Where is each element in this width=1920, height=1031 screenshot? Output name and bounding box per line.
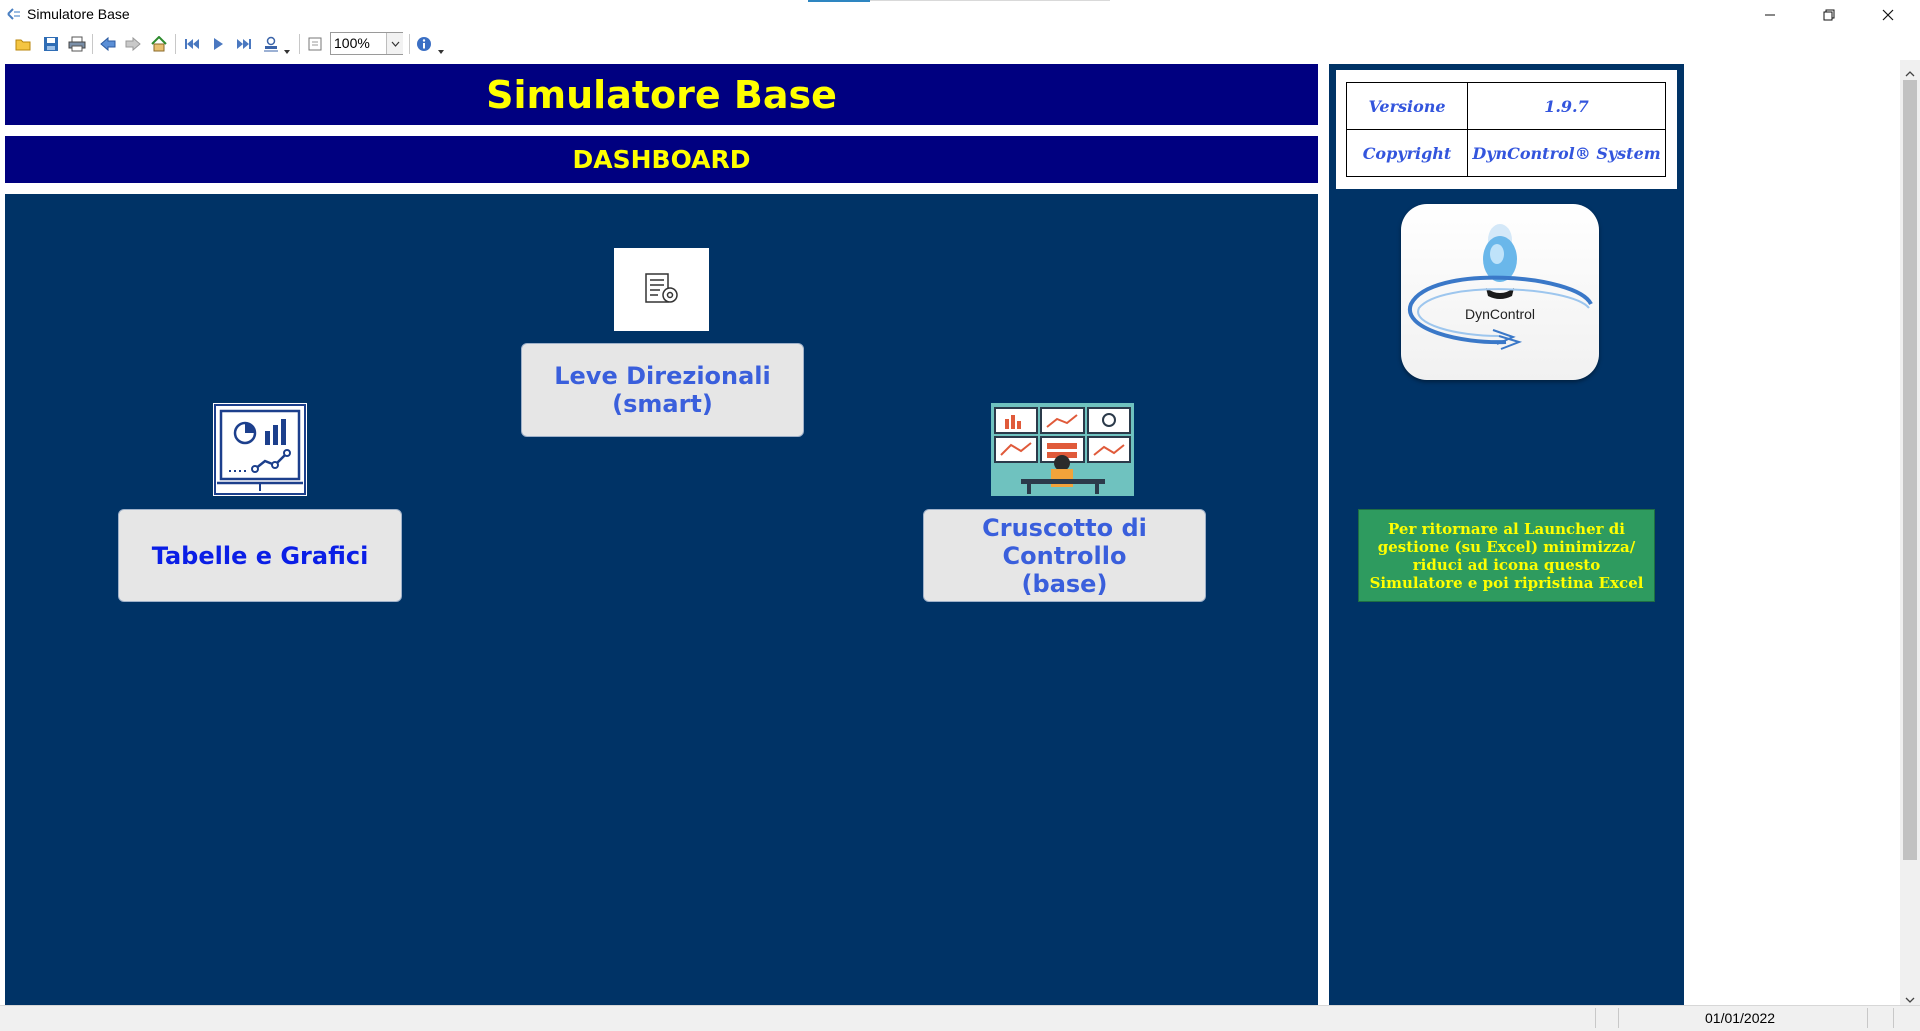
skip-last-icon (237, 39, 251, 49)
leve-direzionali-sublabel: (smart) (612, 390, 713, 418)
document-settings-icon[interactable] (614, 248, 709, 331)
cruscotto-label-2: Controllo (1002, 541, 1127, 570)
launcher-notice: Per ritornare al Launcher di gestione (s… (1358, 509, 1655, 602)
info-icon (417, 37, 431, 51)
arrow-left-icon (100, 36, 116, 52)
back-button[interactable] (97, 33, 119, 55)
save-icon (44, 37, 58, 51)
scroll-up-icon[interactable] (1904, 64, 1916, 77)
status-date: 01/01/2022 (1705, 1010, 1776, 1026)
status-separator (1595, 1008, 1596, 1028)
info-button[interactable] (413, 33, 435, 55)
cruscotto-label-3: (base) (1021, 569, 1108, 598)
logo-text: DynControl (1464, 306, 1536, 322)
cruscotto-label-1: Cruscotto di (982, 513, 1147, 542)
app-icon (6, 7, 22, 21)
home-button[interactable] (148, 33, 170, 55)
copyright-label: Copyright (1346, 129, 1468, 177)
last-page-button[interactable] (233, 33, 255, 55)
save-button[interactable] (40, 33, 62, 55)
version-table: Versione 1.9.7 Copyright DynControl® Sys… (1346, 82, 1666, 177)
control-room-icon[interactable] (991, 403, 1134, 496)
status-separator (1893, 1008, 1894, 1028)
toolbar-separator (409, 34, 410, 54)
forward-button[interactable] (122, 33, 144, 55)
stamp-button[interactable] (260, 33, 282, 55)
window-title: Simulatore Base (27, 6, 130, 22)
tabelle-grafici-button[interactable]: Tabelle e Grafici (118, 509, 402, 602)
zoom-dropdown-button[interactable] (386, 33, 403, 54)
restore-button[interactable] (1806, 0, 1852, 29)
window-title-bar (0, 0, 1920, 29)
play-icon (214, 38, 223, 50)
play-button[interactable] (207, 33, 229, 55)
info-dropdown-icon[interactable] (438, 40, 444, 54)
page-title: Simulatore Base (486, 72, 837, 117)
stamp-dropdown-icon[interactable] (284, 40, 290, 54)
print-button[interactable] (66, 33, 88, 55)
status-separator (1867, 1008, 1868, 1028)
arrow-right-icon (125, 36, 141, 52)
printer-icon (68, 36, 86, 52)
dyncontrol-logo: DynControl (1401, 204, 1599, 380)
title-accent-line (808, 0, 870, 2)
folder-open-icon (15, 39, 31, 51)
version-value: 1.9.7 (1467, 82, 1666, 130)
main-title-band: Simulatore Base (5, 64, 1318, 125)
launcher-notice-text: Per ritornare al Launcher di gestione (s… (1369, 519, 1644, 592)
version-label: Versione (1346, 82, 1468, 130)
minimize-button[interactable] (1747, 0, 1793, 29)
presentation-chart-icon[interactable] (213, 403, 307, 496)
first-page-button[interactable] (181, 33, 203, 55)
dyncontrol-logo-icon (1407, 224, 1593, 350)
scrollbar-thumb[interactable] (1903, 80, 1917, 860)
toolbar-separator (92, 34, 93, 54)
toolbar-separator (299, 34, 300, 54)
leve-direzionali-button[interactable]: Leve Direzionali (smart) (521, 343, 804, 437)
title-accent-line-2 (870, 0, 1110, 1)
chevron-down-icon (391, 41, 399, 47)
cruscotto-controllo-button[interactable]: Cruscotto di Controllo (base) (923, 509, 1206, 602)
close-icon (1882, 9, 1894, 20)
skip-first-icon (185, 39, 199, 49)
page-icon (308, 37, 322, 51)
stamp-icon (264, 36, 278, 52)
minimize-icon (1765, 14, 1775, 15)
page-view-button[interactable] (304, 33, 326, 55)
zoom-value: 100% (334, 35, 370, 51)
scroll-down-icon[interactable] (1904, 990, 1916, 1003)
subtitle-band: DASHBOARD (5, 136, 1318, 183)
tabelle-grafici-label: Tabelle e Grafici (151, 541, 369, 570)
close-button[interactable] (1865, 0, 1911, 29)
home-icon (151, 36, 167, 52)
leve-direzionali-label: Leve Direzionali (554, 362, 771, 390)
restore-icon (1823, 9, 1835, 20)
status-bar (0, 1005, 1920, 1031)
status-separator (1618, 1008, 1619, 1028)
page-subtitle: DASHBOARD (572, 145, 751, 174)
copyright-value: DynControl® System (1467, 129, 1666, 177)
toolbar-separator (175, 34, 176, 54)
open-button[interactable] (13, 33, 35, 55)
